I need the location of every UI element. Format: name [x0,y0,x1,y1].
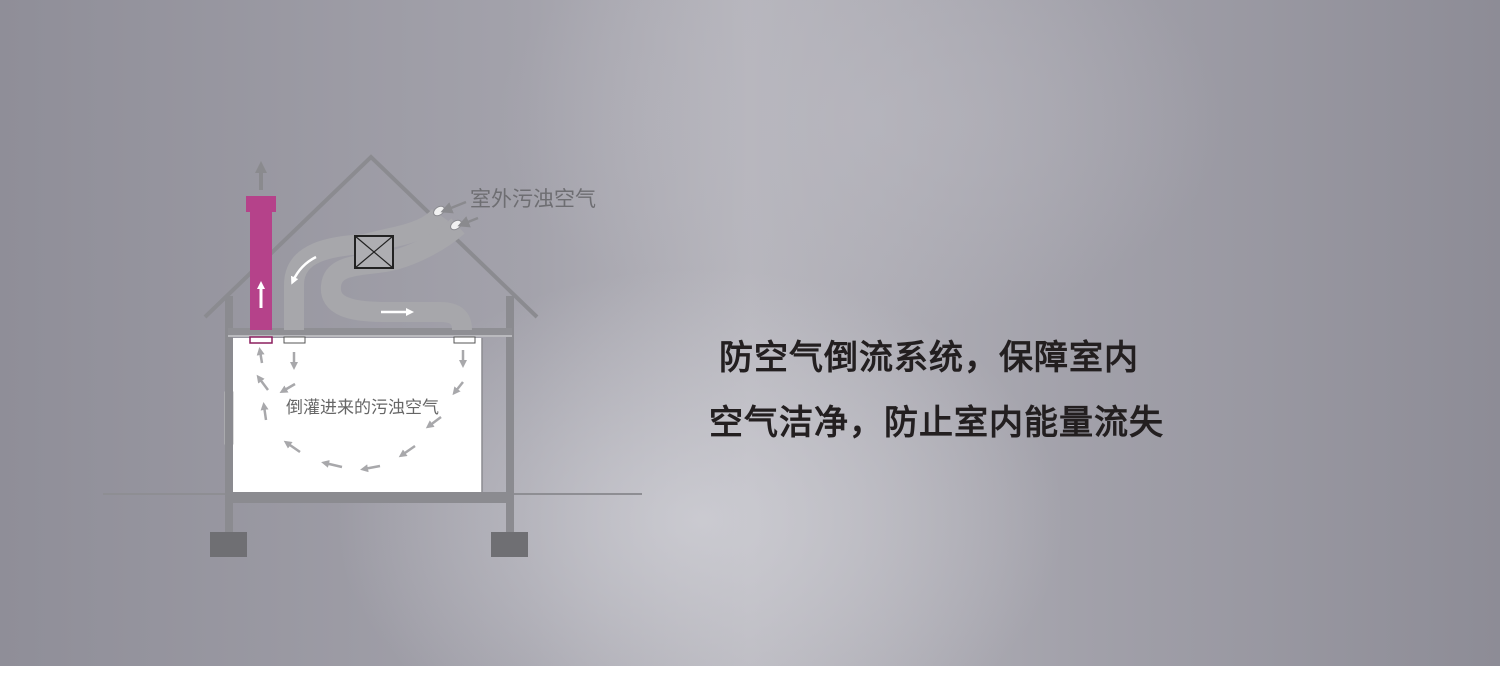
incoming-air-arrow-1 [440,200,467,214]
incoming-air-arrow-2 [457,216,479,228]
airflow-arrow-icon [283,440,301,454]
left-wall [225,296,233,533]
outdoor-air-label: 室外污浊空气 [470,187,596,211]
chimney [250,212,272,330]
airflow-arrow-icon [256,347,265,364]
airflow-arrow-icon [321,460,343,469]
right-wall [506,296,514,533]
airflow-arrow-icon [452,381,464,396]
chimney-cap [246,196,276,212]
airflow-arrow-icon [279,382,296,394]
airflow-arrow-icon [256,374,269,391]
airflow-arrow-icon [360,464,381,473]
foundation-right [491,532,528,557]
foundation-left [210,532,247,557]
indoor-airflow-arrows [256,347,467,473]
airflow-arrow-icon [425,416,442,429]
headline-line-1: 防空气倒流系统，保障室内 [719,338,1139,378]
duct-flow-arrow-curve [291,255,317,285]
headline-line-2: 空气洁净，防止室内能量流失 [709,403,1164,443]
chimney-vent [249,336,273,344]
airflow-arrow-icon [260,402,269,421]
floor-slab [228,492,512,503]
ceiling [228,328,512,337]
fan-box-icon [354,235,394,269]
airflow-arrow-icon [398,444,416,458]
indoor-air-label: 倒灌进来的污浊空气 [286,398,439,418]
interior-room [232,338,482,492]
ceiling-vent-right [453,336,476,344]
supply-duct [320,218,472,331]
ceiling-vent-left [283,336,306,344]
